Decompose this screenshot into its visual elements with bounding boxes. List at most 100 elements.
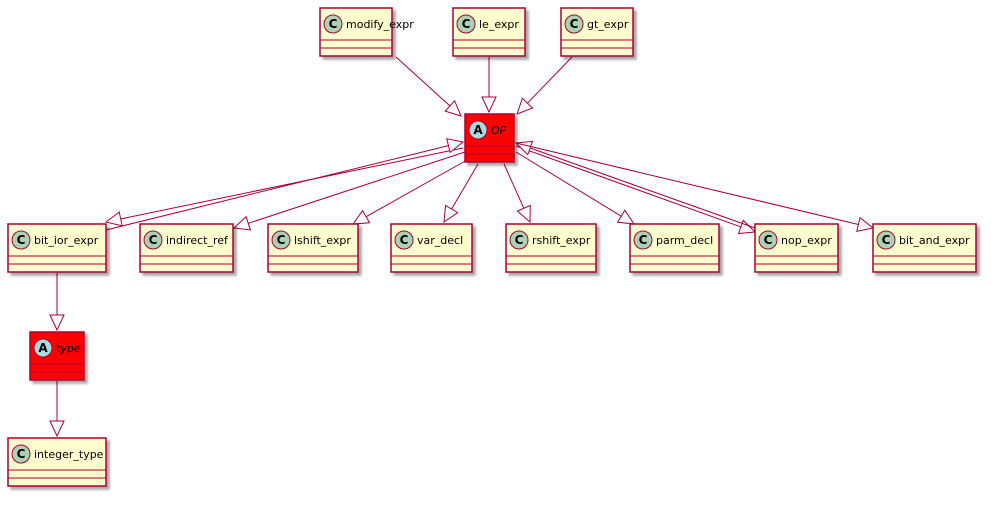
class-badge-icon [323,14,343,34]
badge-letter: C [17,233,26,247]
inheritance-edge [515,151,636,225]
badge-letter: C [17,447,26,461]
class-name: modify_expr [346,18,414,31]
class-badge-icon [11,444,31,464]
class-badge-icon [564,14,584,34]
badge-letter: C [570,17,579,31]
inheritance-edge [395,56,462,117]
inheritance-edge [351,159,468,225]
inheritance-edge [105,138,465,231]
edge-line [527,56,573,104]
class-name: gt_expr [587,18,629,31]
class-badge-icon [143,230,163,250]
hollow-arrowhead [444,99,462,117]
class-badge-icon [271,230,291,250]
class-name: bit_ior_expr [34,234,99,247]
abstract-class-badge-icon [468,120,488,140]
badge-letter: C [149,233,158,247]
hollow-arrowhead [49,420,65,438]
class-badge-icon [509,230,529,250]
abstract-class-OP[interactable]: A OP [464,113,515,163]
abstract-class-badge-icon [33,338,53,358]
hollow-arrowhead [481,96,497,114]
class-badge-icon [394,230,414,250]
hollow-arrowhead [351,209,371,225]
badge-letter: A [38,341,48,355]
class-name: lshift_expr [294,234,351,247]
inheritance-edge [232,151,466,231]
edge-line [503,163,525,209]
hollow-arrowhead [516,204,531,224]
class-name: le_expr [479,18,519,31]
badge-letter: C [882,233,891,247]
inheritance-edge [515,142,875,232]
inheritance-edge [49,381,65,438]
hollow-arrowhead [446,138,465,154]
edge-line [365,159,468,218]
badge-letter: C [515,233,524,247]
edge-line [395,56,451,107]
class-name: nop_expr [781,234,832,247]
hollow-arrowhead [232,215,252,231]
badge-letter: C [764,233,773,247]
inheritance-edge [516,56,573,115]
class-box [464,113,515,163]
badge-letter: C [462,17,471,31]
badge-letter: C [639,233,648,247]
inheritance-edge [514,140,756,229]
class-badge-icon [633,230,653,250]
badge-letter: C [329,17,338,31]
class-name: parm_decl [656,234,713,247]
class-name: integer_type [34,448,104,461]
edge-line [120,147,464,220]
hollow-arrowhead [443,204,459,224]
edge-line [105,145,449,231]
class-name: OP [491,124,507,137]
inheritance-edge [443,163,479,224]
edge-line [248,151,466,224]
edge-line [451,163,479,210]
hollow-arrowhead [514,140,534,156]
badge-letter: A [473,123,483,137]
badge-letter: C [277,233,286,247]
class-badge-icon [876,230,896,250]
class-badge-icon [456,14,476,34]
class-badge-icon [758,230,778,250]
inheritance-edge [515,145,757,235]
edge-line [529,147,756,229]
hollow-arrowhead [49,314,65,332]
hollow-arrowhead [616,209,636,225]
inheritance-edge [481,57,497,114]
inheritance-edge [49,273,65,332]
edge-line [515,151,622,217]
class-name: bit_and_expr [899,234,970,247]
class-name: indirect_ref [166,234,229,247]
inheritance-edge [503,163,531,224]
hollow-arrowhead [104,211,123,227]
badge-letter: C [400,233,409,247]
class-name: type [56,342,81,355]
edge-line [515,145,742,228]
class-name: rshift_expr [532,234,591,247]
edges-layer [49,56,875,438]
edge-line [515,142,859,226]
class-name: var_decl [417,234,463,247]
hollow-arrowhead [856,216,875,232]
class-badge-icon [11,230,31,250]
hollow-arrowhead [516,97,534,115]
